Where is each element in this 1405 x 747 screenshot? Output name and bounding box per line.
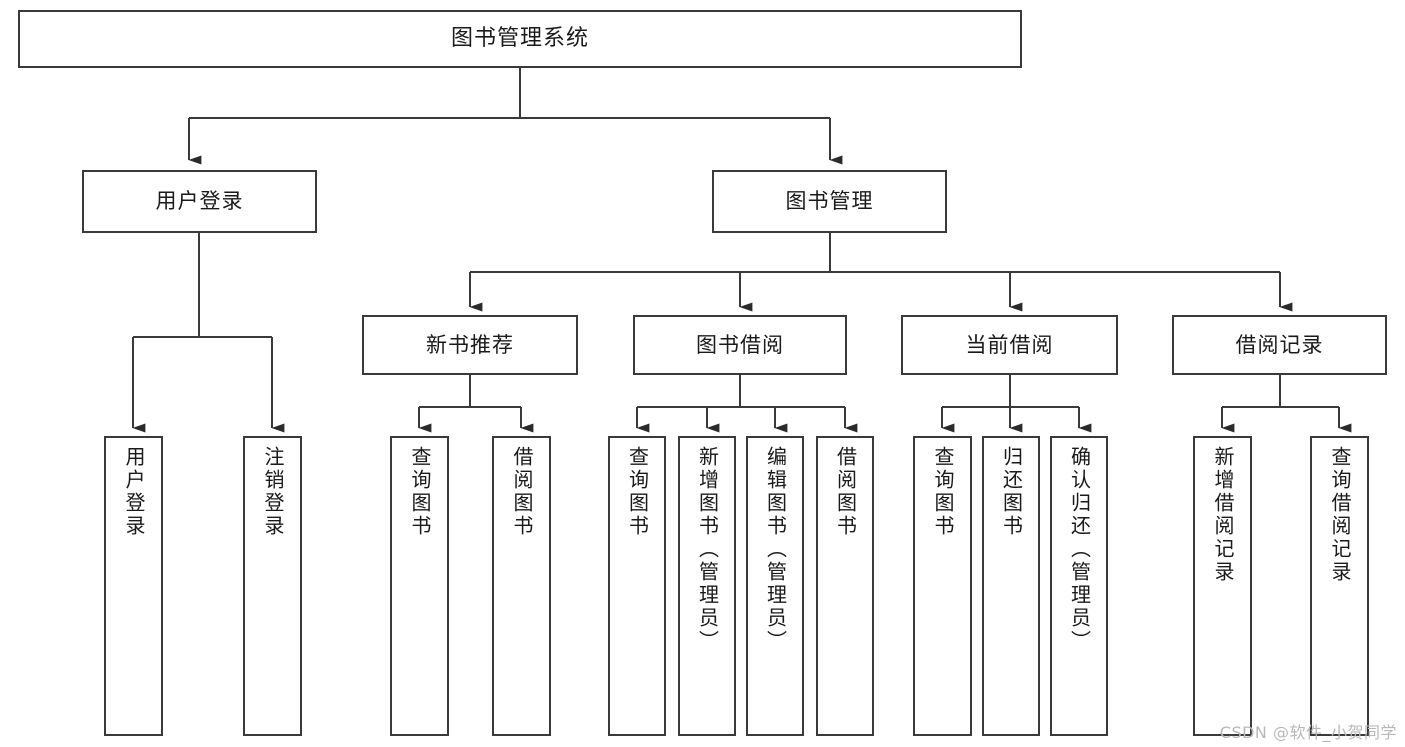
node-label: 归还图书 xyxy=(999,446,1024,538)
node-label: 查询图书 xyxy=(625,446,650,538)
node-leaf-user-login[interactable]: 用户登录 xyxy=(104,436,163,736)
node-leaf-confirm-return[interactable]: 确认归还（管理员） xyxy=(1050,436,1108,736)
node-leaf-edit-book[interactable]: 编辑图书（管理员） xyxy=(746,436,804,736)
node-label: 新增借阅记录 xyxy=(1211,446,1235,584)
node-leaf-add-record[interactable]: 新增借阅记录 xyxy=(1193,436,1252,736)
node-label: 确认归还（管理员） xyxy=(1067,446,1092,653)
node-book-borrow[interactable]: 图书借阅 xyxy=(633,315,847,375)
node-leaf-query-book-3[interactable]: 查询图书 xyxy=(913,436,972,736)
node-leaf-logout[interactable]: 注销登录 xyxy=(243,436,302,736)
node-label: 注销登录 xyxy=(261,446,285,538)
node-label: 编辑图书（管理员） xyxy=(763,446,788,653)
node-label: 图书借阅 xyxy=(696,332,784,357)
node-label: 查询图书 xyxy=(931,446,955,538)
node-label: 图书管理系统 xyxy=(450,26,589,52)
node-borrow-record[interactable]: 借阅记录 xyxy=(1172,315,1387,375)
node-label: 新增图书（管理员） xyxy=(695,446,720,653)
node-new-book-recommend[interactable]: 新书推荐 xyxy=(362,315,578,375)
node-label: 用户登录 xyxy=(122,446,146,538)
node-leaf-return-book[interactable]: 归还图书 xyxy=(982,436,1040,736)
node-book-management[interactable]: 图书管理 xyxy=(712,170,947,233)
node-root-book-management-system[interactable]: 图书管理系统 xyxy=(18,10,1022,68)
node-leaf-borrow-book-1[interactable]: 借阅图书 xyxy=(492,436,551,736)
node-leaf-query-record[interactable]: 查询借阅记录 xyxy=(1310,436,1369,736)
node-label: 新书推荐 xyxy=(426,332,514,357)
node-leaf-query-book-1[interactable]: 查询图书 xyxy=(390,436,449,736)
node-leaf-query-book-2[interactable]: 查询图书 xyxy=(608,436,666,736)
node-user-login[interactable]: 用户登录 xyxy=(82,170,317,233)
node-label: 借阅图书 xyxy=(510,446,534,538)
node-label: 用户登录 xyxy=(155,189,244,214)
node-current-borrow[interactable]: 当前借阅 xyxy=(901,315,1118,375)
node-leaf-borrow-book-2[interactable]: 借阅图书 xyxy=(816,436,874,736)
node-label: 查询借阅记录 xyxy=(1328,446,1352,584)
node-label: 借阅图书 xyxy=(833,446,858,538)
node-label: 当前借阅 xyxy=(965,332,1054,357)
node-label: 查询图书 xyxy=(408,446,432,538)
node-label: 图书管理 xyxy=(785,189,874,214)
node-label: 借阅记录 xyxy=(1235,332,1324,357)
node-leaf-add-book[interactable]: 新增图书（管理员） xyxy=(678,436,736,736)
